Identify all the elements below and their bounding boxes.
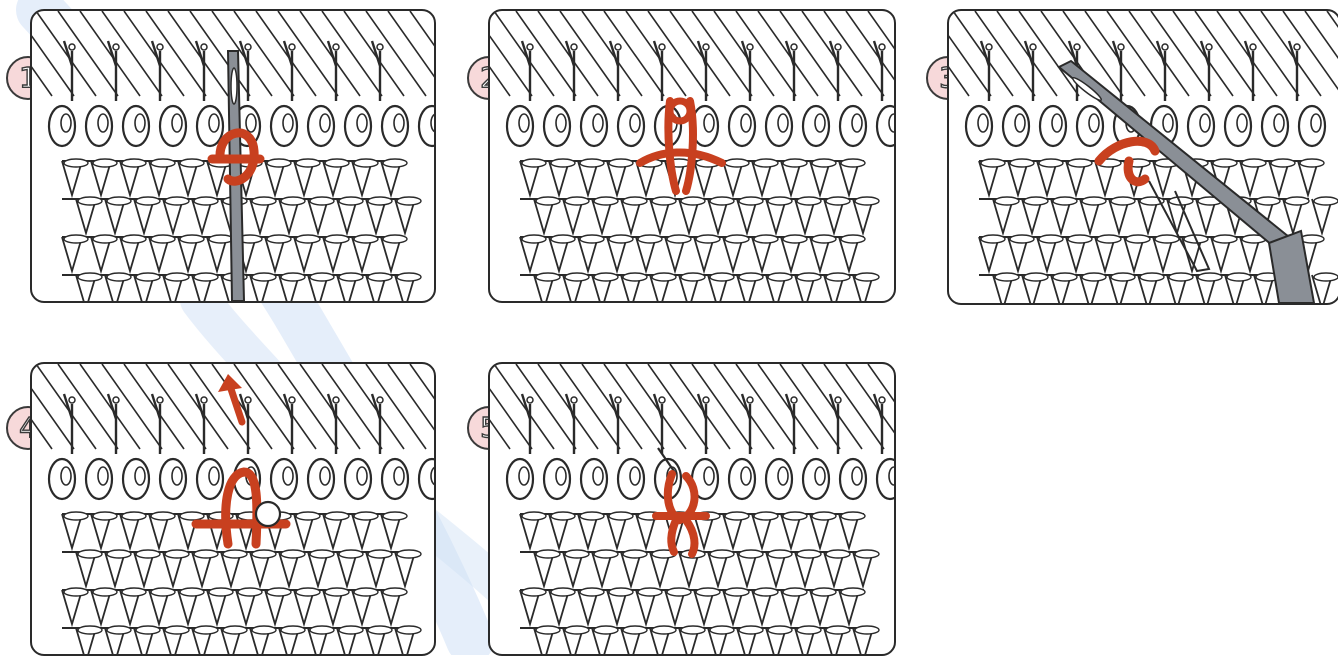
step-5-panel xyxy=(488,362,896,656)
red-yarn-loop xyxy=(490,11,894,301)
red-yarn-loop xyxy=(490,364,894,654)
arrow-up xyxy=(32,364,434,654)
needle-diagonal xyxy=(949,11,1338,303)
step-3-panel xyxy=(947,9,1338,305)
step-4-panel xyxy=(30,362,436,656)
step-1-panel xyxy=(30,9,436,303)
needle-vertical xyxy=(32,11,434,301)
step-2-panel xyxy=(488,9,896,303)
